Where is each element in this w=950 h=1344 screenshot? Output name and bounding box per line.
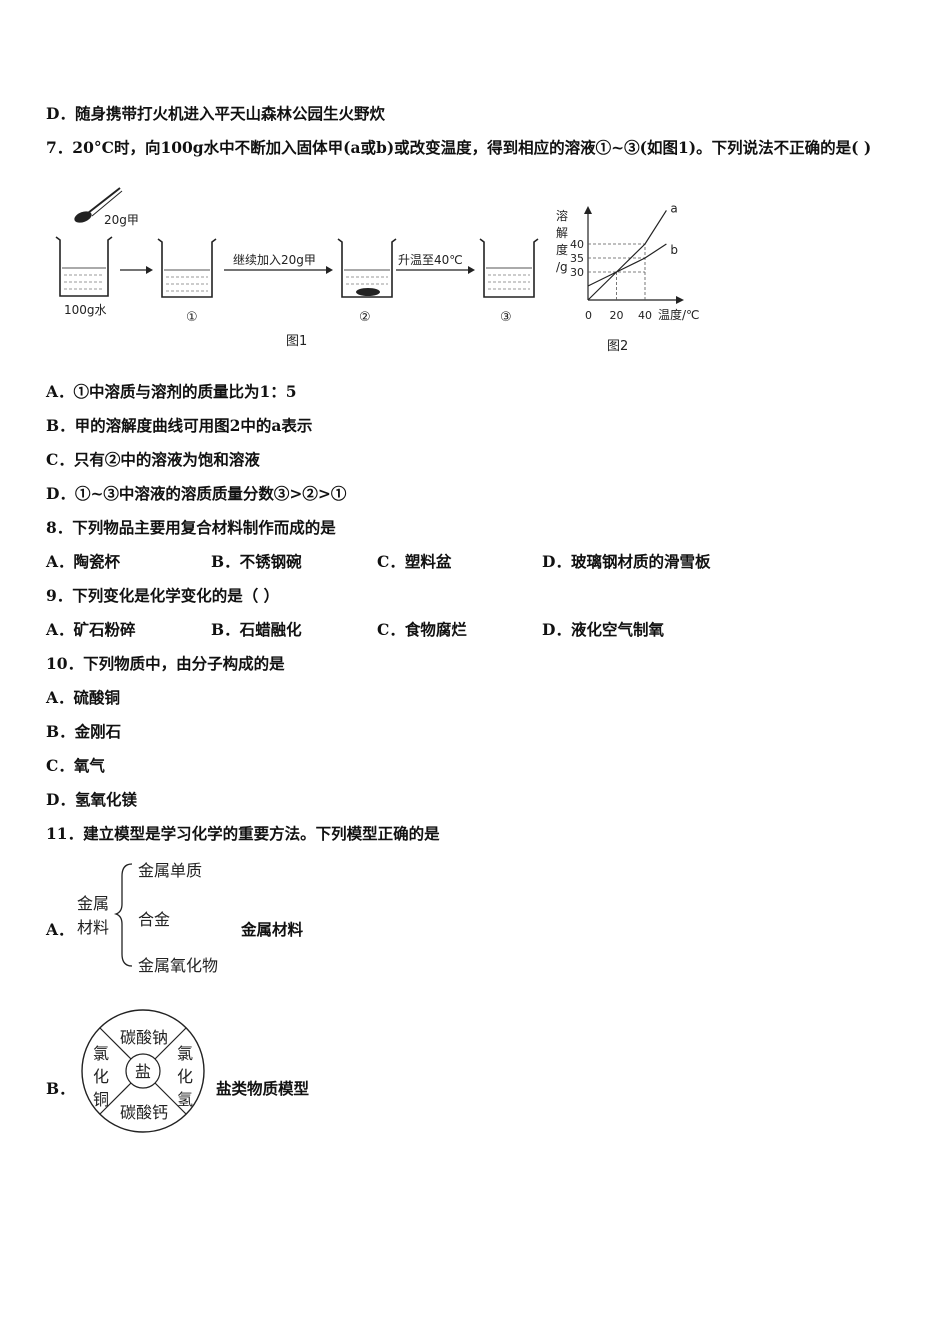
q7-option-d: D．①~③中溶液的溶质质量分数③>②>① (46, 484, 347, 503)
q9-option-c: C．食物腐烂 (377, 620, 467, 639)
copper-chloride-3: 铜 (93, 1090, 109, 1109)
salt-center: 盐 (135, 1062, 151, 1081)
beaker-2-label: ② (359, 310, 371, 325)
metal-material-left-1: 金属 (77, 894, 109, 913)
q10-option-d: D．氢氧化镁 (46, 790, 137, 809)
divider-sw (99, 1082, 132, 1115)
branch-metal-element: 金属单质 (138, 861, 202, 880)
q8-option-b: B．不锈钢碗 (211, 552, 302, 571)
copper-chloride-1: 氯 (93, 1044, 109, 1063)
curve-a (587, 210, 667, 301)
q7-option-c: C．只有②中的溶液为饱和溶液 (46, 450, 260, 469)
figure-1-caption: 图1 (286, 334, 307, 349)
arrow-1 (120, 266, 153, 274)
figure-2-caption: 图2 (607, 339, 628, 354)
q9-option-a: A．矿石粉碎 (46, 620, 136, 639)
divider-nw (99, 1027, 132, 1060)
y-tick-40: 40 (570, 238, 584, 251)
q7-option-b: B．甲的溶解度曲线可用图2中的a表示 (46, 416, 313, 435)
x-axis-arrow (676, 296, 684, 304)
spoon-label: 20g甲 (104, 213, 139, 227)
q8-stem: 8．下列物品主要用复合材料制作而成的是 (46, 518, 336, 537)
q8-option-d: D．玻璃钢材质的滑雪板 (542, 552, 711, 571)
sodium-carbonate: 碳酸钠 (120, 1028, 168, 1047)
q7-option-a: A．①中溶质与溶剂的质量比为1：5 (46, 382, 297, 401)
beaker-water (55, 236, 113, 297)
arrow-3-label: 升温至40℃ (398, 253, 463, 267)
water-label: 100g水 (64, 303, 107, 317)
spoon-icon (74, 187, 123, 223)
curve-b (587, 243, 667, 287)
beaker-3-label: ③ (500, 310, 512, 325)
q9-option-d: D．液化空气制氧 (542, 620, 664, 639)
q9-stem: 9．下列变化是化学变化的是（ ） (46, 586, 280, 605)
hydrogen-chloride-1: 氯 (177, 1044, 193, 1063)
x-tick-40: 40 (638, 309, 652, 322)
curve-label-b: b (670, 243, 678, 257)
beaker-2 (337, 238, 397, 298)
q7-stem: 7．20°C时，向100g水中不断加入固体甲(a或b)或改变温度，得到相应的溶液… (46, 138, 872, 157)
branch-metal-oxide: 金属氧化物 (138, 956, 218, 975)
y-tick-30: 30 (570, 266, 584, 279)
q10-option-c: C．氧气 (46, 756, 105, 775)
hydrogen-chloride-2: 化 (177, 1067, 193, 1086)
q6-option-d: D．随身携带打火机进入平天山森林公园生火野炊 (46, 104, 385, 123)
q11-stem: 11．建立模型是学习化学的重要方法。下列模型正确的是 (46, 824, 440, 843)
q9-option-b: B．石蜡融化 (211, 620, 302, 639)
curve-label-a: a (670, 201, 677, 215)
x-axis-label: 温度/℃ (658, 307, 700, 322)
q10-option-b: B．金刚石 (46, 722, 122, 741)
calcium-carbonate: 碳酸钙 (120, 1103, 168, 1122)
y-axis-label-4: /g (556, 260, 568, 274)
arrow-2 (224, 266, 333, 274)
q10-option-a: A．硫酸铜 (46, 688, 121, 707)
outer-circle (81, 1009, 205, 1133)
arrow-3 (396, 266, 475, 274)
metal-material-left-2: 材料 (77, 918, 109, 937)
divider-ne (154, 1027, 187, 1060)
y-axis-label-3: 度 (556, 242, 568, 257)
branch-alloy: 合金 (138, 910, 170, 929)
q8-option-a: A．陶瓷杯 (46, 552, 121, 571)
q11-option-b-letter: B． (46, 1079, 75, 1098)
beaker-1-label: ① (186, 310, 198, 325)
beaker-3 (479, 238, 539, 298)
y-axis-label-2: 解 (556, 226, 568, 240)
undissolved-solid (356, 288, 380, 296)
arrow-2-label: 继续加入20g甲 (233, 253, 316, 267)
q11-option-a-letter: A． (46, 920, 74, 939)
beaker-1 (157, 238, 217, 298)
q11-option-b-caption: 盐类物质模型 (216, 1079, 310, 1098)
inner-circle (125, 1053, 161, 1089)
q8-option-c: C．塑料盆 (377, 552, 452, 571)
y-axis-arrow (584, 206, 592, 214)
x-tick-20: 20 (610, 309, 624, 322)
brace (113, 863, 133, 967)
copper-chloride-2: 化 (93, 1067, 109, 1086)
q10-stem: 10．下列物质中，由分子构成的是 (46, 654, 285, 673)
q11-option-a-caption: 金属材料 (241, 920, 304, 939)
divider-se (154, 1082, 187, 1115)
y-axis-label-1: 溶 (556, 208, 568, 223)
hydrogen-chloride-3: 氢 (177, 1090, 193, 1109)
x-tick-0: 0 (585, 309, 592, 322)
y-tick-35: 35 (570, 252, 584, 265)
